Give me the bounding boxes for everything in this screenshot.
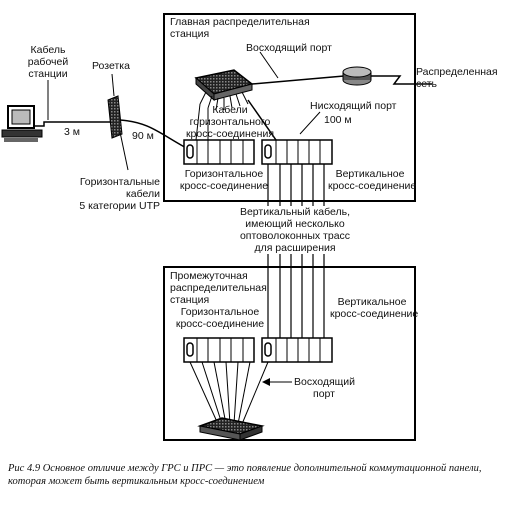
horizontal-cable bbox=[119, 119, 191, 151]
downlink-port-label: Нисходящий порт bbox=[310, 100, 397, 112]
vertical-cross-bottom-label: Вертикальное кросс-соединение bbox=[330, 296, 419, 320]
workstation-cable-label: Кабель рабочей станции bbox=[27, 44, 69, 80]
figure-caption: Рис 4.9 Основное отличие между ГРС и ПРС… bbox=[8, 463, 482, 487]
router-icon bbox=[342, 66, 372, 86]
uplink-port-bottom-label: Восходящий порт bbox=[294, 376, 356, 400]
workstation-icon bbox=[1, 105, 43, 142]
wall-outlet-icon bbox=[107, 95, 123, 139]
distributed-network-label: Распределенная сеть bbox=[416, 66, 498, 90]
intermediate-station-box bbox=[163, 266, 416, 441]
horizontal-cables-label: Горизонтальные кабели 5 категории UTP bbox=[79, 176, 160, 212]
wan-link bbox=[371, 75, 432, 85]
switch-fanout bbox=[199, 91, 249, 111]
bottom-horizontal-cross-panel bbox=[183, 337, 255, 363]
uplink-line bbox=[251, 75, 345, 85]
length-100m-label: 100 м bbox=[324, 114, 352, 126]
outlet-label: Розетка bbox=[92, 60, 130, 72]
uplink-arrowhead bbox=[262, 378, 270, 386]
horizontal-cross-cables bbox=[195, 103, 209, 141]
intermediate-switch-icon bbox=[197, 417, 265, 441]
vertical-cable-label: Вертикальный кабель, имеющий несколько о… bbox=[238, 206, 352, 254]
horizontal-cross-cables-label: Кабели горизонтального кросс-соединения bbox=[185, 104, 275, 140]
main-station-box bbox=[163, 13, 416, 202]
horizontal-cables-pointer bbox=[119, 131, 129, 171]
top-vertical-cross-panel bbox=[261, 139, 333, 165]
uplink-port-top-label: Восходящий порт bbox=[246, 42, 332, 54]
main-station-label: Главная распределительная станция bbox=[170, 16, 310, 40]
length-90m-label: 90 м bbox=[132, 130, 154, 142]
top-horizontal-cross-panel bbox=[183, 139, 255, 165]
intermediate-station-label: Промежуточная распределительная станция bbox=[170, 270, 267, 306]
horizontal-cross-top-label: Горизонтальное кросс-соединение bbox=[179, 168, 269, 192]
outlet-pointer bbox=[111, 73, 115, 97]
horizontal-cross-bottom-label: Горизонтальное кросс-соединение bbox=[175, 306, 265, 330]
vertical-cross-top-label: Вертикальное кросс-соединение bbox=[328, 168, 417, 192]
downlink-line bbox=[247, 99, 277, 141]
length-3m-label: 3 м bbox=[64, 126, 80, 138]
bottom-switch-cables bbox=[189, 361, 269, 425]
bottom-vertical-cross-panel bbox=[261, 337, 333, 363]
workstation-cable bbox=[34, 121, 110, 127]
downlink-pointer bbox=[299, 111, 321, 135]
uplink-pointer bbox=[259, 51, 279, 79]
